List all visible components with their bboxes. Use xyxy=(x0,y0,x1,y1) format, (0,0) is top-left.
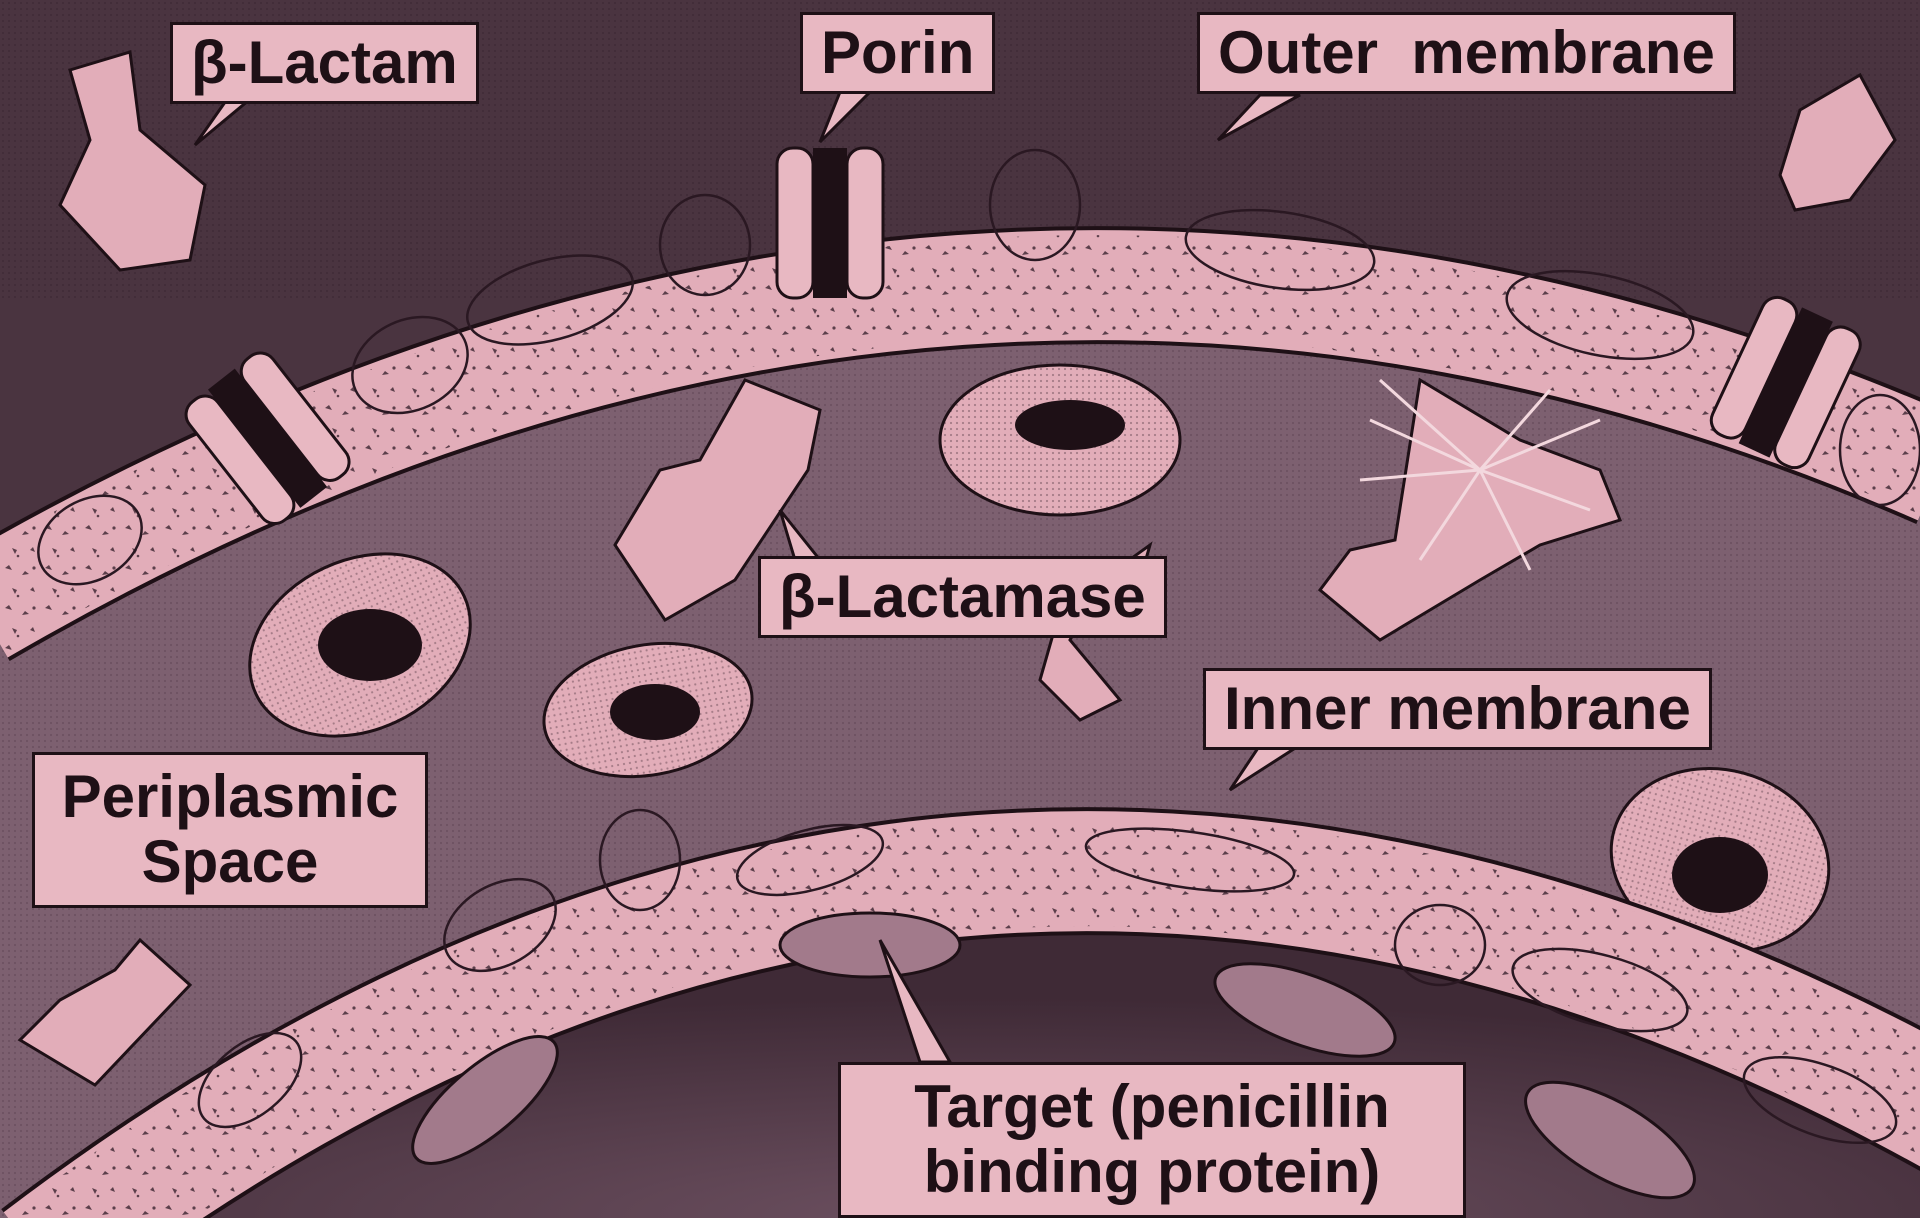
label-inner-membrane: Inner membrane xyxy=(1203,668,1712,750)
label-target: Target (penicillin binding protein) xyxy=(838,1062,1466,1218)
label-beta-lactam: β-Lactam xyxy=(170,22,479,104)
label-periplasmic-space-line-1: Periplasmic xyxy=(53,765,407,830)
label-beta-lactamase: β-Lactamase xyxy=(758,556,1167,638)
label-target-line-2: binding protein) xyxy=(859,1140,1445,1205)
label-periplasmic-space-line-2: Space xyxy=(53,830,407,895)
label-target-line-1: Target (penicillin xyxy=(859,1075,1445,1140)
porin-channel-1 xyxy=(777,148,883,298)
label-outer-membrane: Outer membrane xyxy=(1197,12,1736,94)
label-porin: Porin xyxy=(800,12,995,94)
label-periplasmic-space: Periplasmic Space xyxy=(32,752,428,908)
